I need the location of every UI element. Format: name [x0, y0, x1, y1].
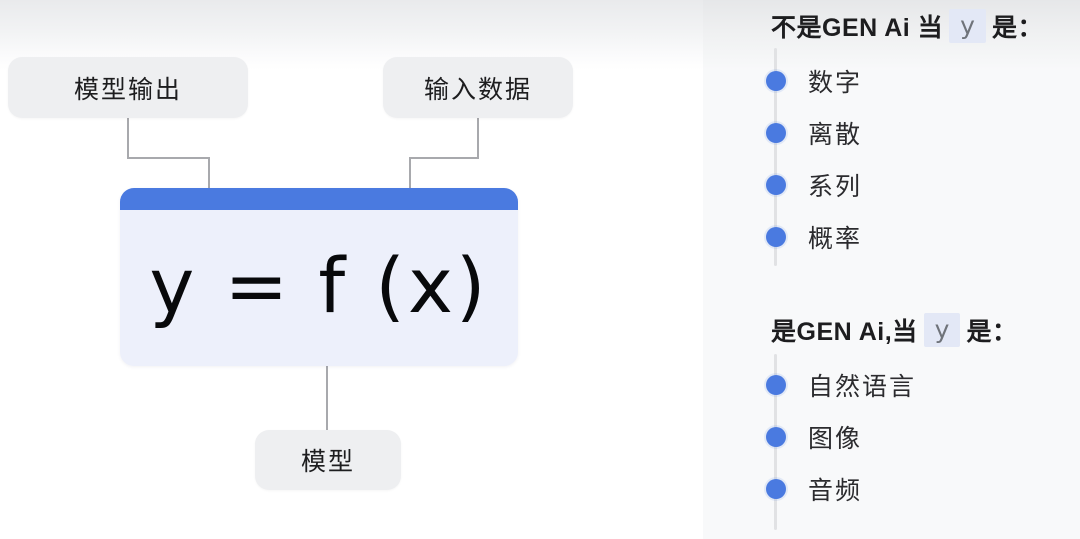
list-item: 系列	[703, 159, 1080, 211]
formula-card: y = f (x)	[120, 188, 518, 366]
bullet-dot-icon	[766, 175, 786, 195]
label-model-text: 模型	[300, 448, 355, 476]
section-not-genai-title-before: 不是GEN Ai 当	[771, 14, 944, 42]
section-not-genai-title-variable: y	[949, 9, 986, 43]
bullet-dot-icon	[766, 123, 786, 143]
label-model: 模型	[255, 430, 401, 490]
list-item: 概率	[703, 211, 1080, 263]
list-item-label: 图像	[808, 425, 863, 453]
section-is-genai-title-after: 是：	[966, 318, 1018, 346]
list-item: 离散	[703, 107, 1080, 159]
label-input-data-text: 输入数据	[423, 75, 532, 104]
bullet-dot-icon	[766, 479, 786, 499]
formula-card-accent-bar	[120, 188, 518, 210]
section-not-genai-title: 不是GEN Ai 当 y 是：	[771, 4, 1080, 48]
label-model-output-text: 模型输出	[73, 75, 182, 104]
bullet-dot-icon	[766, 427, 786, 447]
section-not-genai-title-after: 是：	[991, 14, 1043, 42]
list-item: 数字	[703, 55, 1080, 107]
list-item: 图像	[703, 411, 1080, 463]
label-model-output: 模型输出	[8, 57, 248, 118]
label-input-data: 输入数据	[383, 57, 573, 118]
model-diagram-panel: 模型输出 输入数据 y = f (x) 模型	[8, 57, 573, 490]
panel-top-gradient	[703, 0, 1080, 70]
timeline-not-genai	[703, 48, 1080, 266]
bullet-dot-icon	[766, 227, 786, 247]
section-is-genai-title-variable: y	[923, 313, 961, 347]
formula-text: y = f (x)	[149, 240, 489, 330]
definition-list-panel: 不是GEN Ai 当 y 是： 数字 离散 系列	[703, 0, 1080, 539]
list-item-label: 概率	[808, 225, 863, 253]
section-not-genai: 不是GEN Ai 当 y 是： 数字 离散 系列	[703, 0, 1080, 266]
list-item-label: 数字	[808, 69, 863, 97]
section-is-genai: 是GEN Ai,当 y 是： 自然语言 图像 音频	[703, 300, 1080, 530]
timeline-line	[774, 48, 777, 266]
list-item-label: 音频	[808, 477, 863, 505]
bullet-dot-icon	[766, 375, 786, 395]
section-is-genai-title-before: 是GEN Ai,当	[771, 318, 918, 346]
list-is-genai: 自然语言 图像 音频	[703, 359, 1080, 515]
section-is-genai-title: 是GEN Ai,当 y 是：	[771, 308, 1080, 352]
list-item: 自然语言	[703, 359, 1080, 411]
list-item: 音频	[703, 463, 1080, 515]
list-item-label: 自然语言	[808, 373, 917, 401]
list-item-label: 离散	[808, 121, 863, 149]
list-item-label: 系列	[808, 173, 863, 201]
list-not-genai: 数字 离散 系列 概率	[703, 55, 1080, 263]
bullet-dot-icon	[766, 71, 786, 91]
